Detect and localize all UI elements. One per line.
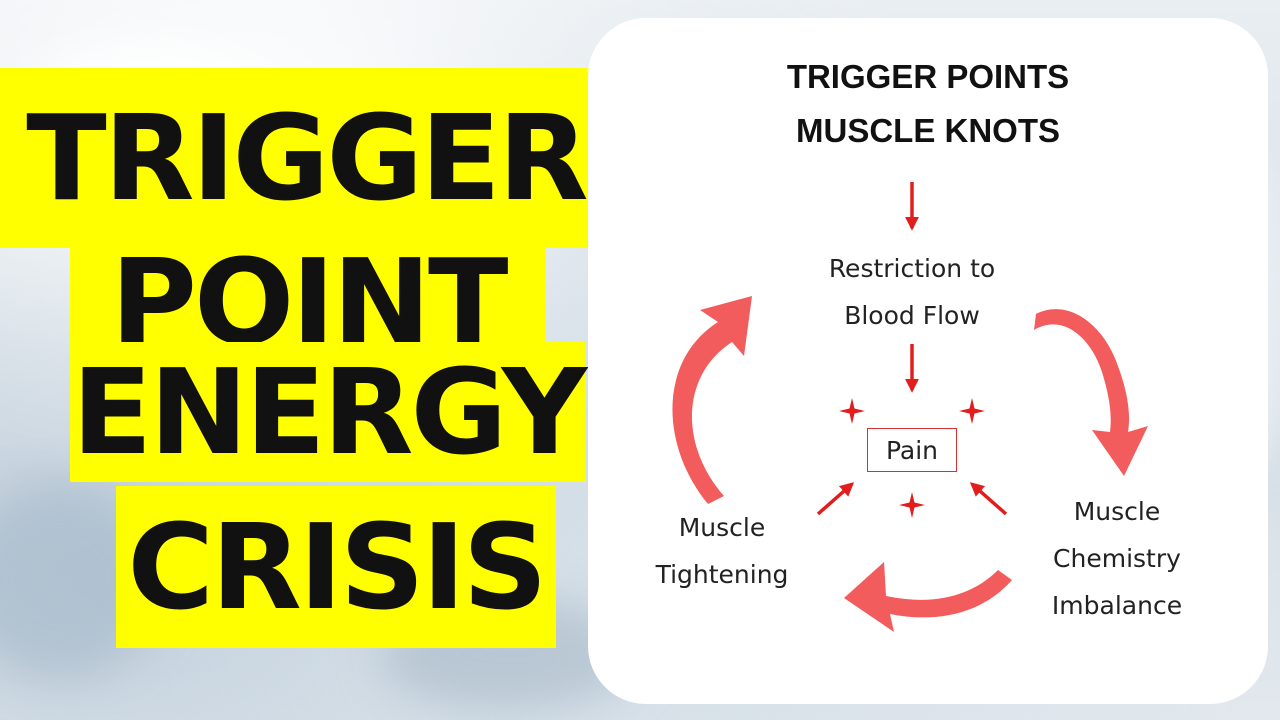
diagram-title-line-1: TRIGGER POINTS [786, 58, 1070, 95]
headline-line-energy: ENERGY [70, 342, 587, 482]
headline-line-trigger: TRIGGER [0, 68, 612, 248]
node-muscle-tightening: Muscle Tightening [636, 504, 808, 598]
node-chemistry-line-3: Imbalance [1051, 591, 1183, 620]
node-chemistry-line-2: Chemistry [1053, 544, 1181, 573]
headline-line-crisis: CRISIS [116, 486, 556, 648]
node-restriction-line-1: Restriction to [828, 254, 996, 283]
diagram-title-line-2: MUSCLE KNOTS [796, 112, 1060, 149]
node-tightening-line-2: Tightening [655, 560, 789, 589]
node-restriction-to-blood-flow: Restriction to Blood Flow [794, 245, 1030, 339]
node-tightening-line-1: Muscle [678, 513, 766, 542]
node-pain: Pain [867, 428, 957, 472]
node-restriction-line-2: Blood Flow [844, 301, 980, 330]
diagram-card: TRIGGER POINTS MUSCLE KNOTS Restriction … [588, 18, 1268, 704]
node-muscle-chemistry-imbalance: Muscle Chemistry Imbalance [1030, 488, 1204, 629]
node-chemistry-line-1: Muscle [1073, 497, 1161, 526]
